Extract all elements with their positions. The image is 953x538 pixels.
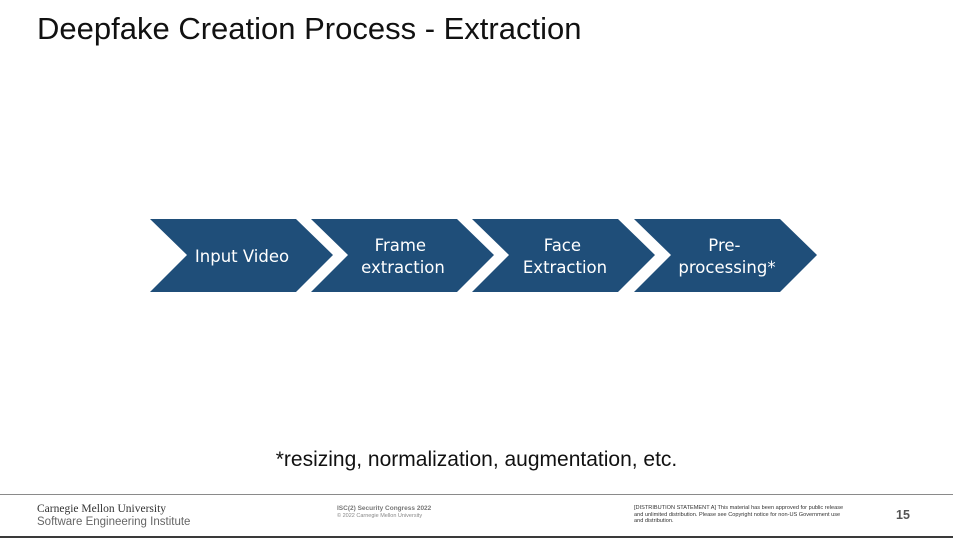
step-2-label: Frame extraction [361,236,445,277]
step-4-line-1: Pre- [708,236,740,255]
institute-name: Software Engineering Institute [37,516,191,528]
conference-name: ISC(2) Security Congress 2022 [337,505,432,512]
step-4-line-2: processing* [678,258,775,277]
step-1-line-1: Input Video [195,247,289,266]
step-2-line-2: extraction [361,258,445,277]
step-3-line-1: Face [544,236,581,255]
process-step-4: Pre- processing* [634,219,817,292]
step-1-label: Input Video [195,247,289,266]
process-step-2: Frame extraction [311,219,494,292]
step-2-line-1: Frame [375,236,426,255]
chevron-shape-4 [634,219,817,292]
step-4-label: Pre- processing* [678,236,775,277]
footnote: *resizing, normalization, augmentation, … [275,448,678,471]
slide-title: Deepfake Creation Process - Extraction [37,11,582,46]
chevron-shape-2 [311,219,494,292]
chevron-shape-3 [472,219,655,292]
copyright-notice: © 2022 Carnegie Mellon University [337,513,423,519]
distribution-statement: [DISTRIBUTION STATEMENT A] This material… [634,505,844,525]
step-3-label: Face Extraction [523,236,607,277]
page-number: 15 [896,508,910,522]
process-step-1: Input Video [150,219,333,292]
university-name: Carnegie Mellon University [37,503,167,515]
footer-divider [0,494,953,495]
process-step-3: Face Extraction [472,219,655,292]
footer-bottom-border [0,536,953,538]
chevron-shape-1 [150,219,333,292]
step-3-line-2: Extraction [523,258,607,277]
